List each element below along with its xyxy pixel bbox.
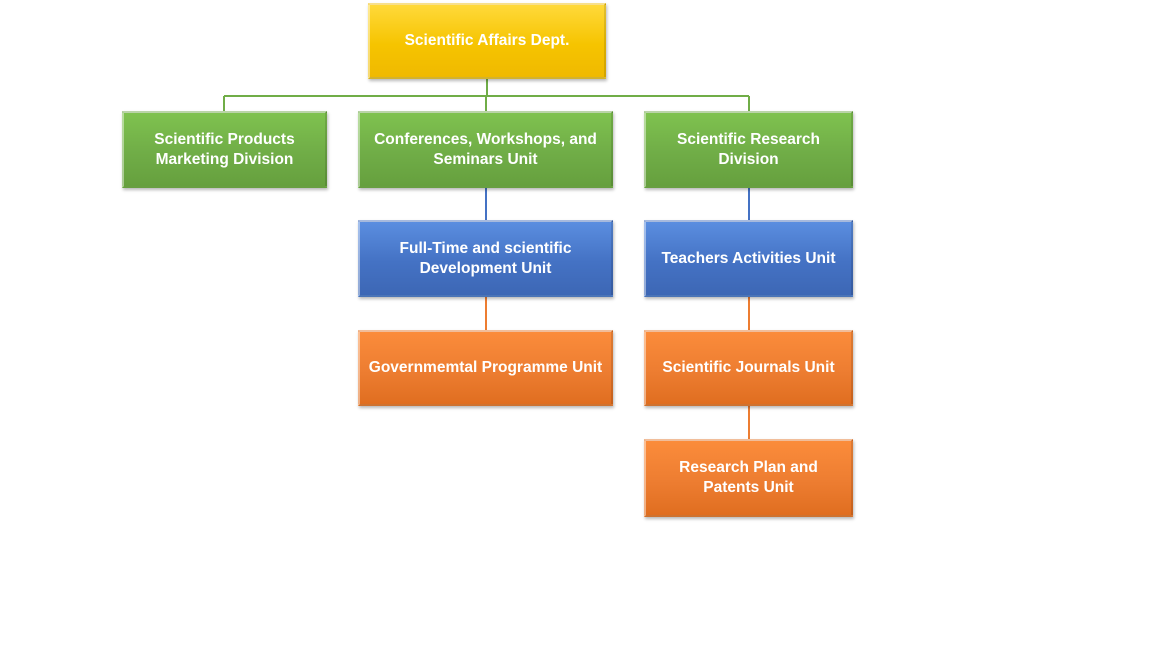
node-label: Teachers Activities Unit xyxy=(661,249,836,267)
node-label: Governmemtal Programme Unit xyxy=(368,359,603,376)
node-label: Full-Time and scientific Development Uni… xyxy=(399,239,572,277)
node-conferences-unit: Conferences, Workshops, and Seminars Uni… xyxy=(358,111,613,188)
node-label: Scientific Journals Unit xyxy=(662,359,835,376)
node-research-division: Scientific Research Division xyxy=(644,111,853,188)
node-teachers-activities-unit: Teachers Activities Unit xyxy=(644,220,853,297)
node-label: Scientific Affairs Dept. xyxy=(404,32,570,49)
node-scientific-affairs-dept: Scientific Affairs Dept. xyxy=(368,3,606,79)
node-label: Research Plan and Patents Unit xyxy=(679,459,818,496)
node-governmental-programme-unit: Governmemtal Programme Unit xyxy=(358,330,613,406)
node-label: Conferences, Workshops, and Seminars Uni… xyxy=(374,130,597,168)
node-label: Scientific Research Division xyxy=(676,130,820,168)
node-marketing-division: Scientific Products Marketing Division xyxy=(122,111,327,188)
node-scientific-journals-unit: Scientific Journals Unit xyxy=(644,330,853,406)
node-full-time-development-unit: Full-Time and scientific Development Uni… xyxy=(358,220,613,297)
node-research-plan-patents-unit: Research Plan and Patents Unit xyxy=(644,439,853,517)
node-label: Scientific Products Marketing Division xyxy=(154,130,295,168)
